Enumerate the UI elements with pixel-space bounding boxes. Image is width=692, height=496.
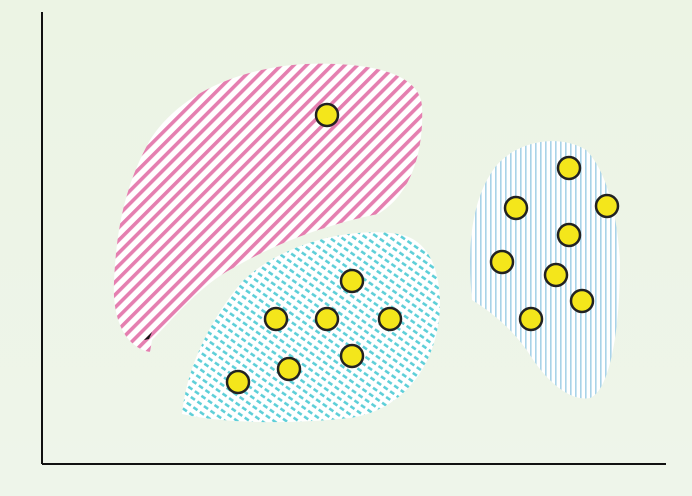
data-point — [314, 306, 340, 332]
data-point — [339, 268, 365, 294]
data-point — [339, 343, 365, 369]
data-point — [314, 102, 340, 128]
cursor-mark — [144, 332, 152, 340]
data-point — [263, 306, 289, 332]
data-point — [377, 306, 403, 332]
data-point — [503, 195, 529, 221]
data-point — [543, 262, 569, 288]
points-layer — [225, 102, 620, 395]
data-point — [489, 249, 515, 275]
data-point — [594, 193, 620, 219]
data-point — [518, 306, 544, 332]
data-point — [556, 155, 582, 181]
data-point — [225, 369, 251, 395]
region-top-left — [113, 63, 423, 353]
data-point — [276, 356, 302, 382]
data-point — [569, 288, 595, 314]
data-point — [556, 222, 582, 248]
